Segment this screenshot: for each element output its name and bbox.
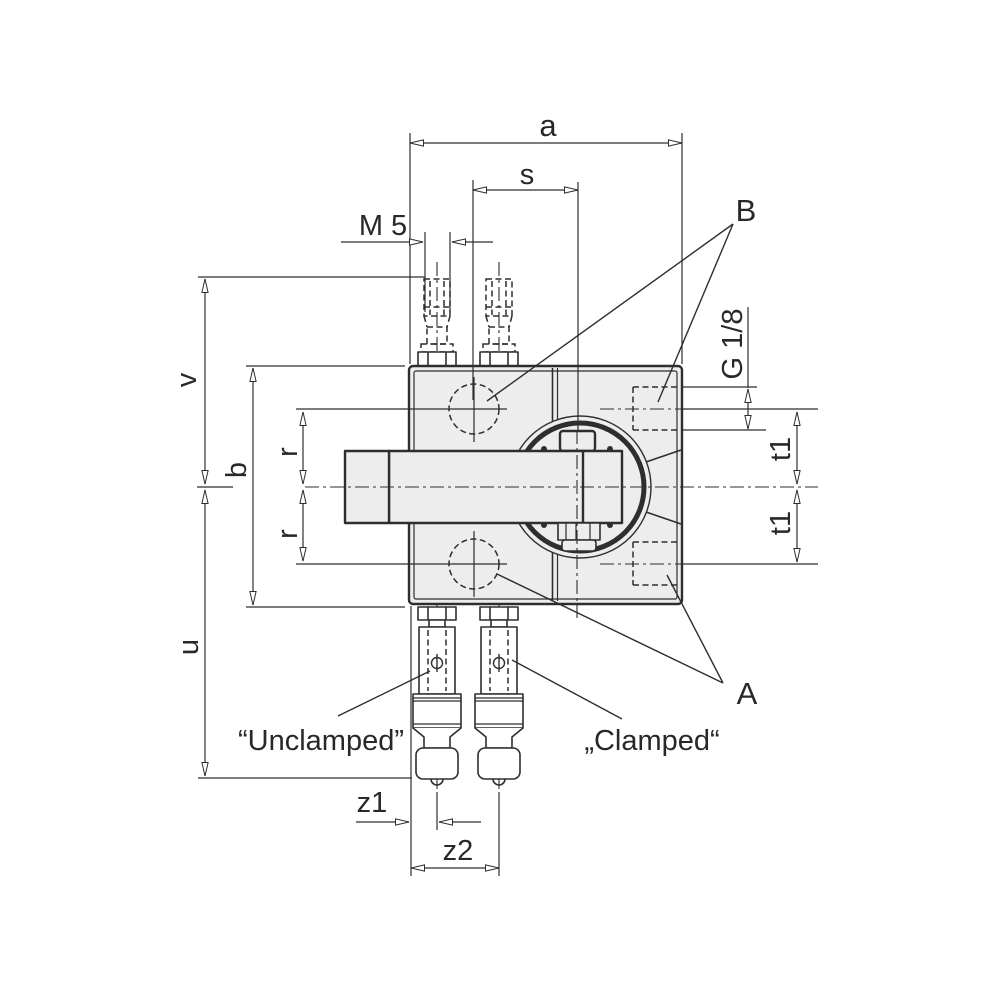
dimension-t1-top: t1 bbox=[683, 408, 818, 485]
dim-label-m5: M 5 bbox=[359, 210, 407, 242]
dimension-z2: z2 bbox=[410, 792, 500, 876]
dim-label-t1-top: t1 bbox=[765, 437, 797, 461]
callout-label-B: B bbox=[736, 193, 757, 228]
g18-port-bottom bbox=[600, 541, 681, 586]
mounting-hole-bottom bbox=[296, 531, 507, 597]
dim-label-s: s bbox=[520, 159, 535, 191]
dim-label-g18: G 1/8 bbox=[717, 309, 749, 380]
callout-B: B bbox=[486, 193, 757, 403]
dim-label-v: v bbox=[171, 372, 203, 387]
dim-label-r-bottom: r bbox=[272, 529, 304, 539]
centerlines bbox=[197, 182, 818, 618]
g18-port-top bbox=[600, 386, 681, 431]
dim-label-z1: z1 bbox=[357, 787, 388, 819]
bottom-fitting-right bbox=[474, 599, 524, 791]
annotation-unclamped: “Unclamped” bbox=[238, 670, 431, 757]
dimension-r-top: r bbox=[272, 411, 307, 485]
annotation-clamped: „Clamped“ bbox=[511, 659, 720, 757]
dimension-b: b bbox=[221, 365, 405, 608]
dimension-z1: z1 bbox=[356, 606, 481, 876]
unclamped-label: “Unclamped” bbox=[238, 725, 404, 757]
clamp-nut bbox=[557, 522, 601, 552]
dimension-t1-bottom: t1 bbox=[683, 489, 818, 565]
callout-A: A bbox=[496, 573, 758, 711]
dim-label-a: a bbox=[539, 108, 557, 143]
dimension-r-bottom: r bbox=[272, 489, 307, 562]
dimension-m5: M 5 bbox=[341, 210, 493, 312]
bottom-fitting-left bbox=[412, 599, 462, 791]
clamp-mechanism-lines bbox=[645, 449, 682, 525]
dim-label-u: u bbox=[173, 639, 205, 655]
dim-label-z2: z2 bbox=[443, 835, 474, 867]
arm-pins bbox=[541, 446, 613, 528]
dimension-u: u bbox=[173, 489, 412, 779]
mounting-hole-top bbox=[296, 377, 507, 442]
dim-label-t1-bottom: t1 bbox=[765, 511, 797, 535]
callout-label-A: A bbox=[737, 676, 758, 711]
dimension-s: s bbox=[472, 159, 579, 400]
dim-label-r-top: r bbox=[272, 447, 304, 457]
dimension-a: a bbox=[409, 108, 683, 364]
dimension-v: v bbox=[171, 276, 425, 485]
dimension-g18: G 1/8 bbox=[683, 307, 766, 431]
clamped-label: „Clamped“ bbox=[584, 725, 719, 757]
dim-label-b: b bbox=[221, 462, 253, 478]
